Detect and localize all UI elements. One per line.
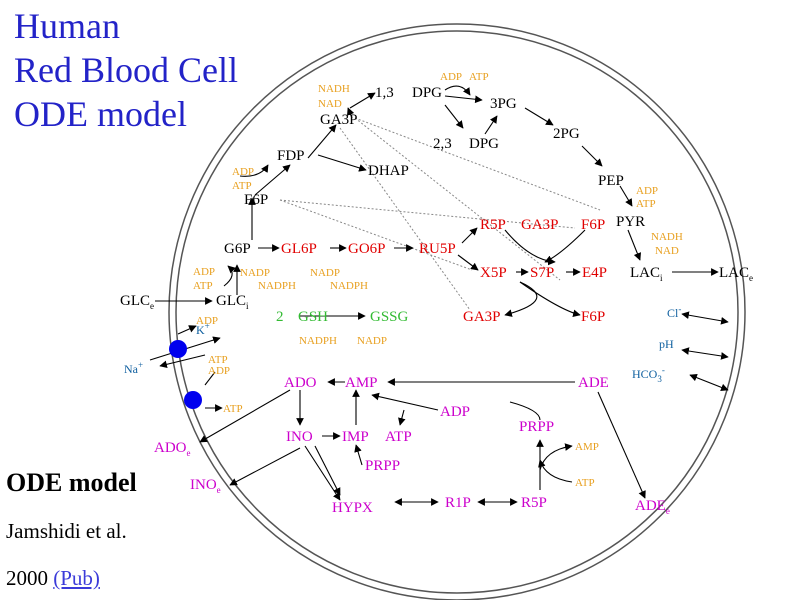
label-gl6p: GL6P	[281, 241, 317, 257]
label-gsh: GSH	[298, 309, 328, 325]
label-nadp-2: NADP	[310, 267, 340, 279]
label-r5p-1: R5P	[480, 217, 506, 233]
label-dpg-1: DPG	[412, 85, 442, 101]
title-line-2: Red Blood Cell	[14, 50, 238, 90]
label-lac-i: LACi	[630, 265, 663, 283]
label-ino: INO	[286, 429, 313, 445]
label-hypx: HYPX	[332, 500, 373, 516]
footer-authors: Jamshidi et al.	[6, 519, 127, 543]
label-adp-2: ADP	[232, 166, 254, 178]
label-amp: AMP	[345, 375, 378, 391]
label-ph: pH	[659, 337, 674, 351]
na-k-pump-icon	[169, 340, 187, 358]
label-glc-e: GLCe	[120, 293, 154, 311]
label-adp-5: ADP	[196, 315, 218, 327]
label-nadh-1: NADH	[318, 83, 350, 95]
footer-year: 2000	[6, 566, 48, 590]
label-x5p: X5P	[480, 265, 507, 281]
label-ade: ADE	[578, 375, 609, 391]
label-atp-3: ATP	[636, 198, 656, 210]
label-atp-1: ATP	[469, 71, 489, 83]
label-ado: ADO	[284, 375, 317, 391]
label-nad-2: NAD	[655, 245, 679, 257]
label-pyr: PYR	[616, 214, 645, 230]
cell-membrane-outer	[168, 23, 746, 600]
label-ade-e: ADEe	[635, 498, 670, 516]
label-adp-4: ADP	[193, 266, 215, 278]
label-prpp-1: PRPP	[519, 419, 554, 435]
label-atp-4: ATP	[193, 280, 213, 292]
label-ga3p-1: GA3P	[320, 112, 358, 128]
label-na-plus: Na+	[124, 360, 143, 376]
label-go6p: GO6P	[348, 241, 386, 257]
title-line-3: ODE model	[14, 94, 187, 134]
label-bpg13: 1,3	[375, 85, 394, 101]
label-g6p: G6P	[224, 241, 251, 257]
label-bpg23: 2,3	[433, 136, 452, 152]
label-cl-minus: Cl-	[667, 304, 681, 320]
label-two: 2	[276, 309, 284, 325]
label-nadp-1: NADP	[240, 267, 270, 279]
label-adp-7: ADP	[440, 404, 470, 420]
label-hco3: HCO3-	[632, 365, 665, 384]
label-atp-5: ATP	[208, 354, 228, 366]
label-gssg: GSSG	[370, 309, 409, 325]
atp-pump-icon	[184, 391, 202, 409]
label-k-plus: K+	[196, 321, 210, 337]
label-atp-6: ATP	[223, 403, 243, 415]
label-ado-e: ADOe	[154, 440, 191, 458]
label-nad-1: NAD	[318, 98, 342, 110]
label-f6p-2: F6P	[581, 217, 605, 233]
label-prpp-2: PRPP	[365, 458, 400, 474]
footer-citation: 2000 (Pub)	[6, 566, 100, 591]
dotted-links	[279, 117, 601, 311]
label-pep: PEP	[598, 173, 624, 189]
reaction-arrows	[149, 85, 729, 506]
title-line-1: Human	[14, 6, 120, 46]
label-nadph-1: NADPH	[258, 280, 296, 292]
pub-link[interactable]: (Pub)	[53, 566, 100, 590]
diagram-title: Human Red Blood Cell ODE model	[14, 4, 238, 136]
label-r5p-2: R5P	[521, 495, 547, 511]
label-lac-e: LACe	[719, 265, 753, 283]
label-imp: IMP	[342, 429, 369, 445]
label-atp-2: ATP	[232, 180, 252, 192]
label-dhap: DHAP	[368, 163, 409, 179]
label-dpg-2: DPG	[469, 136, 499, 152]
label-e4p: E4P	[582, 265, 607, 281]
label-glc-i: GLCi	[216, 293, 249, 311]
label-adp-1: ADP	[440, 71, 462, 83]
label-f6p-1: F6P	[244, 192, 268, 208]
footer-heading: ODE model	[6, 468, 137, 497]
label-2pg: 2PG	[553, 126, 580, 142]
label-fdp: FDP	[277, 148, 305, 164]
label-ino-e: INOe	[190, 477, 221, 495]
label-atp-8: ATP	[575, 477, 595, 489]
label-f6p-3: F6P	[581, 309, 605, 325]
cell-membrane-inner	[175, 30, 739, 594]
label-3pg: 3PG	[490, 96, 517, 112]
label-nadp-3: NADP	[357, 335, 387, 347]
label-ru5p: RU5P	[419, 241, 456, 257]
label-s7p: S7P	[530, 265, 554, 281]
label-atp-7: ATP	[385, 429, 412, 445]
label-adp-6: ADP	[208, 365, 230, 377]
label-r1p: R1P	[445, 495, 471, 511]
label-nadh-2: NADH	[651, 231, 683, 243]
label-amp-2: AMP	[575, 441, 599, 453]
label-ga3p-3: GA3P	[463, 309, 501, 325]
label-ga3p-2: GA3P	[521, 217, 559, 233]
label-adp-3: ADP	[636, 185, 658, 197]
label-nadph-2: NADPH	[330, 280, 368, 292]
label-nadph-3: NADPH	[299, 335, 337, 347]
